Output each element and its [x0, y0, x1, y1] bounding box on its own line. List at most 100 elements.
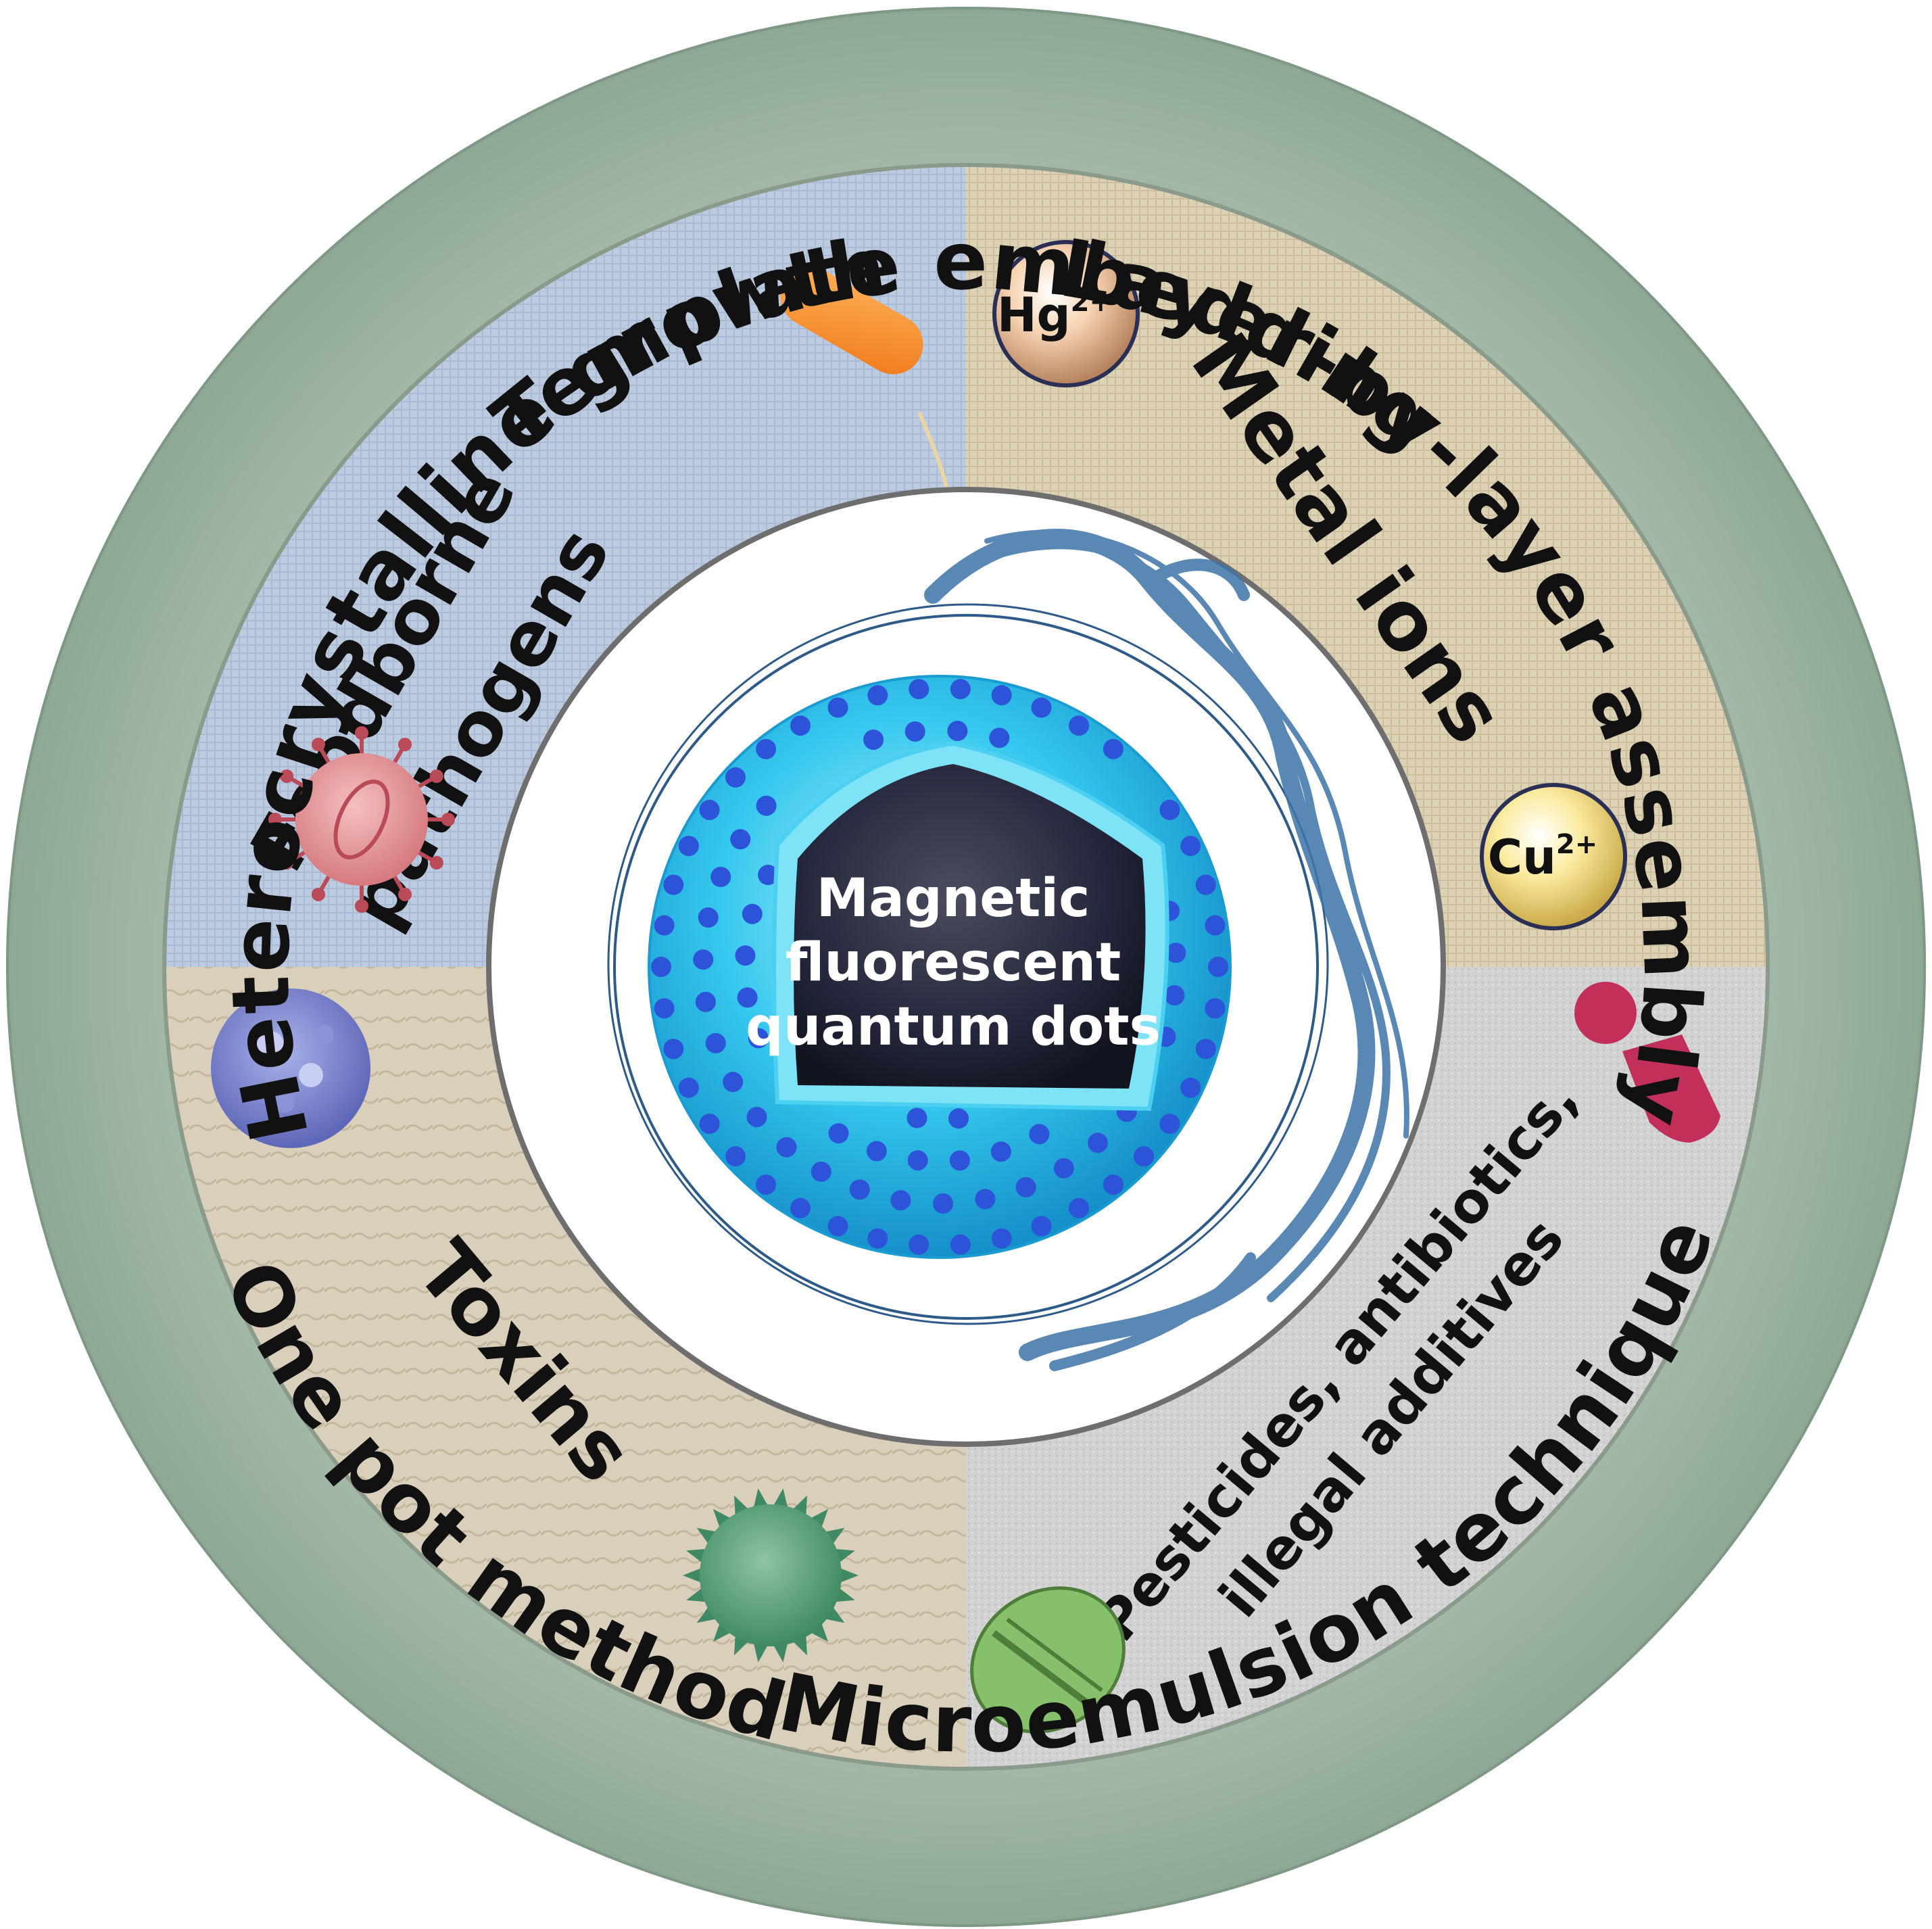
virus-spike-tip	[268, 813, 282, 826]
qd-dot	[907, 1150, 928, 1171]
virus-spike-tip	[280, 856, 294, 870]
qd-dot	[756, 795, 777, 816]
virus-spike-tip	[355, 899, 368, 913]
qd-dot	[975, 1189, 996, 1210]
qd-dot	[790, 715, 811, 736]
qd-dot	[1205, 998, 1226, 1019]
qd-dot	[947, 721, 968, 741]
virus-nucleus	[333, 779, 390, 860]
qd-dot	[890, 1190, 911, 1211]
qd-dot	[735, 945, 756, 966]
qd-dot	[663, 874, 684, 895]
qd-dot	[909, 679, 929, 700]
qd-dot	[1164, 985, 1185, 1006]
qd-dot	[776, 1137, 797, 1158]
qd-dot	[654, 915, 675, 936]
cu-ion: Cu2+	[1480, 783, 1627, 930]
center-label-line3: quantum dots	[746, 997, 1161, 1057]
qd-dot	[758, 865, 779, 885]
qd-dot	[1208, 957, 1228, 977]
qd-dot	[695, 991, 716, 1012]
qd-dot	[748, 1028, 769, 1049]
virus-spike	[838, 1567, 859, 1583]
bacterium-icon	[780, 266, 948, 487]
qd-dot	[1159, 1114, 1180, 1135]
virus-spike	[683, 1567, 704, 1583]
qd-dot	[730, 829, 751, 850]
qd-dot	[1031, 1216, 1052, 1237]
qd-dot	[725, 767, 746, 788]
qd-dot	[907, 1108, 927, 1128]
qd-dot	[756, 1174, 777, 1195]
virus-spike	[808, 1508, 829, 1530]
qd-dot	[989, 728, 1010, 748]
virus-spike-tip	[398, 738, 412, 752]
cu-charge: 2+	[1556, 829, 1597, 860]
qd-dot	[828, 1123, 849, 1144]
qd-dot	[651, 957, 671, 977]
virus-spike	[696, 1527, 719, 1546]
qd-dot	[1180, 1077, 1201, 1098]
qd-dot	[723, 1072, 744, 1093]
qd-dot	[1165, 943, 1186, 963]
green-pill-icon	[970, 1586, 1126, 1734]
virus-spike-tip	[398, 887, 412, 901]
qd-dot	[698, 907, 719, 928]
qd-dot	[699, 1114, 720, 1135]
qd-dot	[811, 1162, 831, 1182]
qd-dot	[1069, 715, 1089, 736]
hg-ion-sphere	[992, 240, 1140, 387]
hg-ion-label: Hg2+	[997, 287, 1112, 343]
qd-dot	[863, 730, 884, 750]
qd-dot	[1159, 799, 1180, 820]
qd-dot	[678, 1077, 699, 1098]
qd-dot	[867, 1228, 888, 1249]
qd-dot	[904, 721, 925, 742]
virus-spike	[823, 1604, 845, 1623]
virus-spike-tip	[280, 769, 294, 783]
virus-spike-tip	[441, 813, 455, 826]
qd-core	[794, 764, 1146, 1089]
qd-dot	[746, 1107, 767, 1128]
center-orbit-line-1	[613, 614, 1319, 1320]
qd-dot	[1205, 915, 1226, 936]
qd-dot	[790, 1197, 811, 1218]
red-virus-icon	[268, 726, 455, 913]
blue-virus-icon	[211, 989, 370, 1148]
red-pill-icon	[1574, 982, 1720, 1143]
virus-spike-tip	[429, 769, 443, 783]
qd-dot	[710, 867, 731, 887]
virus-body	[700, 1504, 842, 1646]
center-orbit-line-2	[607, 603, 1329, 1325]
virus-spike-tip	[312, 887, 325, 901]
virus-spike	[696, 1604, 719, 1623]
hg-ion: Hg2+	[992, 240, 1140, 387]
qd-dot	[948, 1108, 969, 1129]
qd-dot	[1134, 1146, 1154, 1167]
qd-dot	[699, 799, 720, 820]
qd-dot	[678, 836, 699, 857]
virus-spike	[713, 1508, 733, 1530]
qd-dot	[950, 1234, 971, 1255]
qd-dot	[991, 1228, 1012, 1249]
qd-dot	[1069, 1197, 1089, 1218]
cu-ion-label: Cu2+	[1488, 829, 1598, 885]
qd-dot	[827, 697, 848, 718]
qd-dot	[949, 1150, 970, 1171]
cu-symbol: Cu	[1488, 830, 1556, 885]
virus-spike	[713, 1621, 733, 1642]
cu-ion-sphere	[1480, 783, 1627, 930]
virus-spike-tip	[429, 856, 443, 870]
virus-body	[295, 753, 428, 886]
qd-dot	[1029, 1124, 1050, 1145]
qd-dot	[866, 1141, 887, 1162]
virus-spike-tip	[355, 726, 368, 740]
outer-ring-edge	[6, 7, 1926, 1927]
qd-dot	[1015, 1176, 1036, 1197]
qd-dot	[1103, 1174, 1124, 1195]
virus-spike-tip	[312, 738, 325, 752]
virus-spike	[808, 1621, 829, 1642]
quadrant-disk-border	[162, 163, 1770, 1771]
virus-spike	[823, 1527, 845, 1546]
